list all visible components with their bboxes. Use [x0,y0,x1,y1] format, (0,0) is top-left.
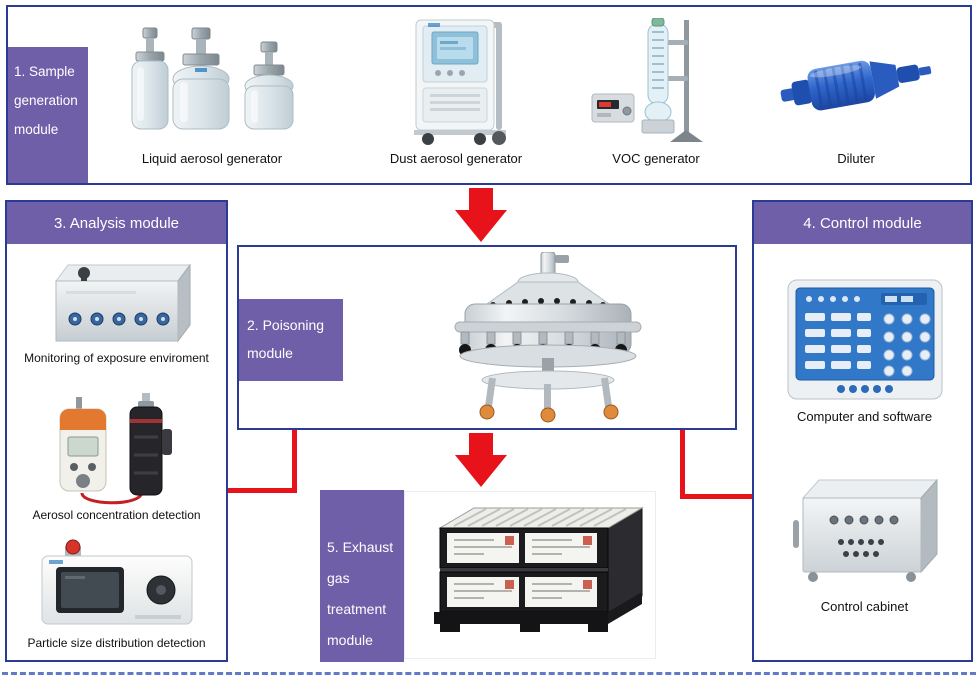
exhaust-filter-image [404,491,656,659]
connector-poisoning-to-control-horizontal [680,494,752,499]
dust-aerosol-generator-image [376,11,536,150]
particle-size-image [9,534,224,635]
computer-software-image [756,270,973,408]
aerosol-concentration-item: Aerosol concentration detection [9,382,224,524]
control-cabinet-image [756,460,973,598]
exposure-monitoring-item: Monitoring of exposure enviroment [9,252,224,367]
diluter-item: Diluter [776,15,936,167]
computer-software-caption: Computer and software [796,409,933,424]
connector-poisoning-to-analysis-horizontal [228,488,297,493]
liquid-aerosol-generator-image [112,15,312,150]
connector-poisoning-to-control-vertical [680,430,685,498]
dust-aerosol-generator-caption: Dust aerosol generator [389,151,523,166]
diluter-image [776,15,936,150]
aerosol-concentration-image [9,382,224,507]
analysis-module-box: 3. Analysis module Monitoring of exposur… [5,200,228,662]
liquid-aerosol-generator-caption: Liquid aerosol generator [141,151,283,166]
exposure-monitoring-image [9,252,224,350]
dust-aerosol-generator-item: Dust aerosol generator [376,11,536,167]
voc-generator-item: VOC generator [586,13,726,167]
voc-generator-caption: VOC generator [612,151,700,166]
flow-arrow-sample-to-poisoning [455,188,507,242]
computer-software-item: Computer and software [756,270,973,425]
particle-size-item: Particle size distribution detection [9,534,224,652]
poisoning-module-box: 2. Poisoning module [237,245,737,430]
particle-size-caption: Particle size distribution detection [27,636,206,650]
control-cabinet-item: Control cabinet [756,460,973,615]
liquid-aerosol-generator-item: Liquid aerosol generator [112,15,312,167]
bottom-dashed-line [2,672,976,675]
sample-generation-module-box: 1. Sample generation module [6,5,972,185]
flow-arrow-poisoning-to-exhaust [455,433,507,487]
aerosol-concentration-caption: Aerosol concentration detection [32,508,201,522]
exhaust-module-label: 5. Exhaust gas treatment module [320,490,404,662]
exposure-monitoring-caption: Monitoring of exposure enviroment [24,351,209,365]
poisoning-module-label: 2. Poisoning module [239,299,343,381]
sample-generation-module-label: 1. Sample generation module [8,47,88,183]
control-module-label: 4. Control module [754,202,971,244]
control-cabinet-caption: Control cabinet [820,599,909,614]
analysis-module-label: 3. Analysis module [7,202,226,244]
voc-generator-image [586,13,726,150]
control-module-box: 4. Control module [752,200,973,662]
diluter-caption: Diluter [837,151,875,166]
connector-poisoning-to-analysis-vertical [292,430,297,492]
poisoning-chamber-image [359,249,731,426]
